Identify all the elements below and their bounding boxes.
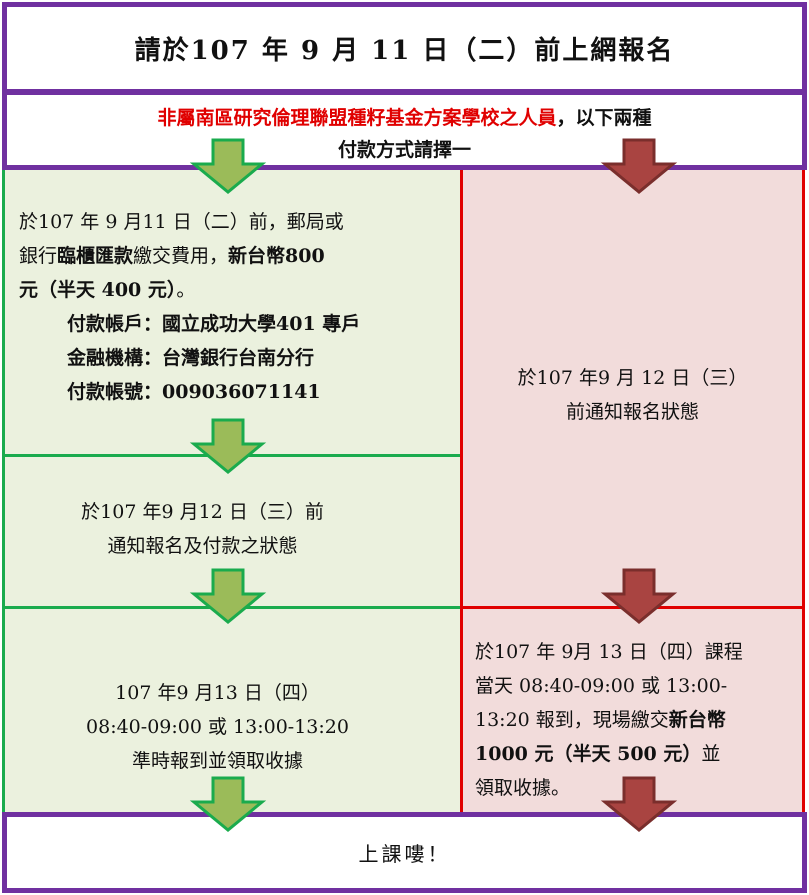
left-step1-line1: 於107 年 9 月11 日（二）前，郵局或 [19, 211, 344, 233]
right-step2-line3: 13:20 報到，現場繳交新台幣 [475, 709, 726, 731]
left-step3-line2: 08:40-09:00 或 13:00-13:20 [86, 716, 349, 738]
left-step2-line2: 通知報名及付款之狀態 [107, 535, 298, 557]
right-step2-line4: 1000 元（半天 500 元）並 [475, 743, 721, 765]
account-number: 付款帳號：009036071141 [67, 381, 321, 403]
title-text: 請於107 年 9 月 11 日（二）前上網報名 [134, 35, 675, 66]
right-step2-line2: 當天 08:40-09:00 或 13:00- [475, 675, 728, 697]
intro-box: 非屬南區研究倫理聯盟種籽基金方案學校之人員，以下兩種 付款方式請擇一 [2, 90, 807, 170]
left-step1-line3: 元（半天 400 元）。 [19, 279, 196, 301]
down-arrow-icon [600, 138, 678, 194]
left-step1-box: 於107 年 9 月11 日（二）前，郵局或 銀行臨櫃匯款繳交費用，新台幣800… [2, 166, 463, 457]
right-step1-line2: 前通知報名狀態 [565, 401, 699, 423]
down-arrow-icon [189, 568, 267, 624]
payment-account: 付款帳戶：國立成功大學401 專戶 [67, 313, 361, 335]
down-arrow-icon [600, 568, 678, 624]
financial-institution: 金融機構：台灣銀行台南分行 [67, 347, 315, 369]
intro-rest: ，以下兩種 [556, 107, 652, 129]
left-step3-line3: 準時報到並領取收據 [131, 750, 303, 772]
down-arrow-icon [189, 776, 267, 832]
footer-text: 上課嘍！ [358, 842, 451, 866]
down-arrow-icon [189, 138, 267, 194]
down-arrow-icon [600, 776, 678, 832]
left-step3-line1: 107 年9 月13 日（四） [115, 682, 320, 704]
down-arrow-icon [189, 418, 267, 474]
footer-box: 上課嘍！ [2, 812, 807, 893]
right-step2-line5: 領取收據。 [475, 777, 571, 799]
intro-line2: 付款方式請擇一 [337, 139, 471, 161]
intro-line1: 非屬南區研究倫理聯盟種籽基金方案學校之人員，以下兩種 [7, 101, 802, 135]
left-step2-line1: 於107 年9 月12 日（三）前 [81, 501, 324, 523]
page-title: 請於107 年 9 月 11 日（二）前上網報名 [2, 2, 807, 94]
right-step2-line1: 於107 年 9月 13 日（四）課程 [475, 641, 743, 663]
right-step1-line1: 於107 年9 月 12 日（三） [517, 367, 748, 389]
left-step1-line2: 銀行臨櫃匯款繳交費用，新台幣800 [19, 245, 325, 267]
right-step1-box: 於107 年9 月 12 日（三） 前通知報名狀態 [460, 166, 805, 609]
intro-highlight: 非屬南區研究倫理聯盟種籽基金方案學校之人員 [157, 107, 557, 129]
